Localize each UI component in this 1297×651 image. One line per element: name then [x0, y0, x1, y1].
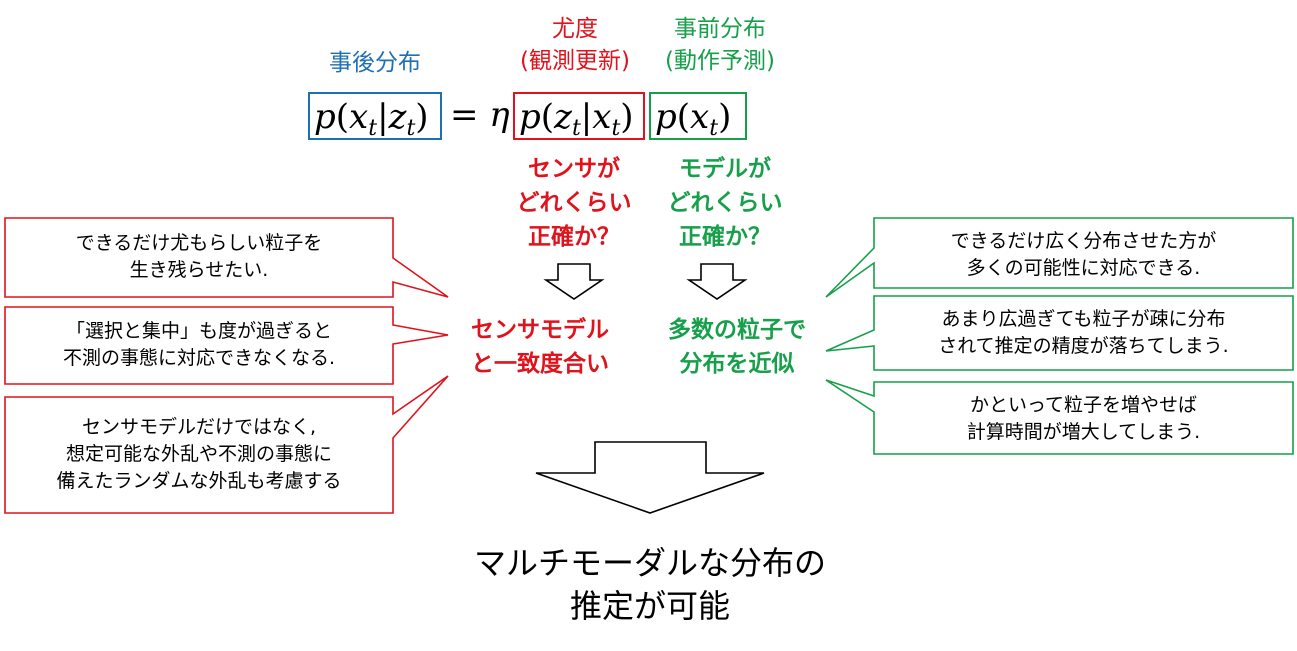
callout-right-2-outline [825, 295, 1294, 371]
posterior-func: p [314, 97, 336, 137]
equals-eta: = η [450, 95, 510, 135]
arrow-down-sensor [543, 263, 605, 300]
prior-var: x [690, 97, 710, 137]
likelihood-cond: x [592, 97, 612, 137]
callout-right-3-outline [825, 379, 1294, 455]
posterior-label: 事後分布 [329, 50, 421, 76]
posterior-term-box: p(xt|zt) [308, 92, 442, 140]
posterior-var: x [349, 97, 369, 137]
sensor-question: センサが どれくらい 正確か？ [516, 156, 632, 250]
posterior-cond: z [388, 97, 407, 137]
callout-left-2-text: 「選択と集中」も度が過ぎると 不測の事態に対応できなくなる. [62, 320, 336, 369]
callout-left-1-text: できるだけ尤もらしい粒子を 生き残らせたい. [75, 232, 323, 281]
callout-right-3-text: かといって粒子を増やせば 計算時間が増大してしまう. [966, 394, 1201, 443]
likelihood-var: z [554, 97, 572, 137]
likelihood-cond-sub: t [611, 116, 621, 141]
likelihood-label: 尤度 (観測更新) [520, 16, 630, 74]
particle-approximation: 多数の粒子で 分布を近似 [668, 317, 806, 377]
likelihood-term-box: p(zt|xt) [513, 92, 645, 140]
callout-left-2-outline [4, 306, 449, 385]
sensor-model-consistency: センサモデル と一致度合い [471, 317, 609, 377]
likelihood-func: p [519, 97, 541, 137]
callout-left-3-text: センサモデルだけではなく, 想定可能な外乱や不測の事態に 備えたランダムな外乱も… [56, 416, 342, 492]
callout-left-3-outline [4, 375, 449, 514]
result-text: マルチモーダルな分布の 推定が可能 [473, 544, 826, 625]
callout-right-2-text: あまり広過ぎても粒子が疎に分布 されて推定の精度が落ちてしまう. [938, 308, 1229, 357]
posterior-cond-sub: t [406, 116, 416, 141]
prior-term-box: p(xt) [649, 92, 747, 140]
callout-left-1-outline [4, 217, 449, 298]
posterior-sub: t [368, 116, 378, 141]
model-question: モデルが どれくらい 正確か？ [667, 156, 783, 250]
prior-label: 事前分布 (動作予測) [665, 16, 775, 74]
arrow-down-result [535, 441, 765, 514]
likelihood-sub: t [571, 116, 581, 141]
prior-sub: t [709, 116, 719, 141]
prior-func: p [655, 97, 677, 137]
arrow-down-model [686, 263, 748, 300]
callout-right-1-text: できるだけ広く分布させた方が 多くの可能性に対応できる. [950, 230, 1217, 279]
callout-right-1-outline [825, 217, 1294, 298]
